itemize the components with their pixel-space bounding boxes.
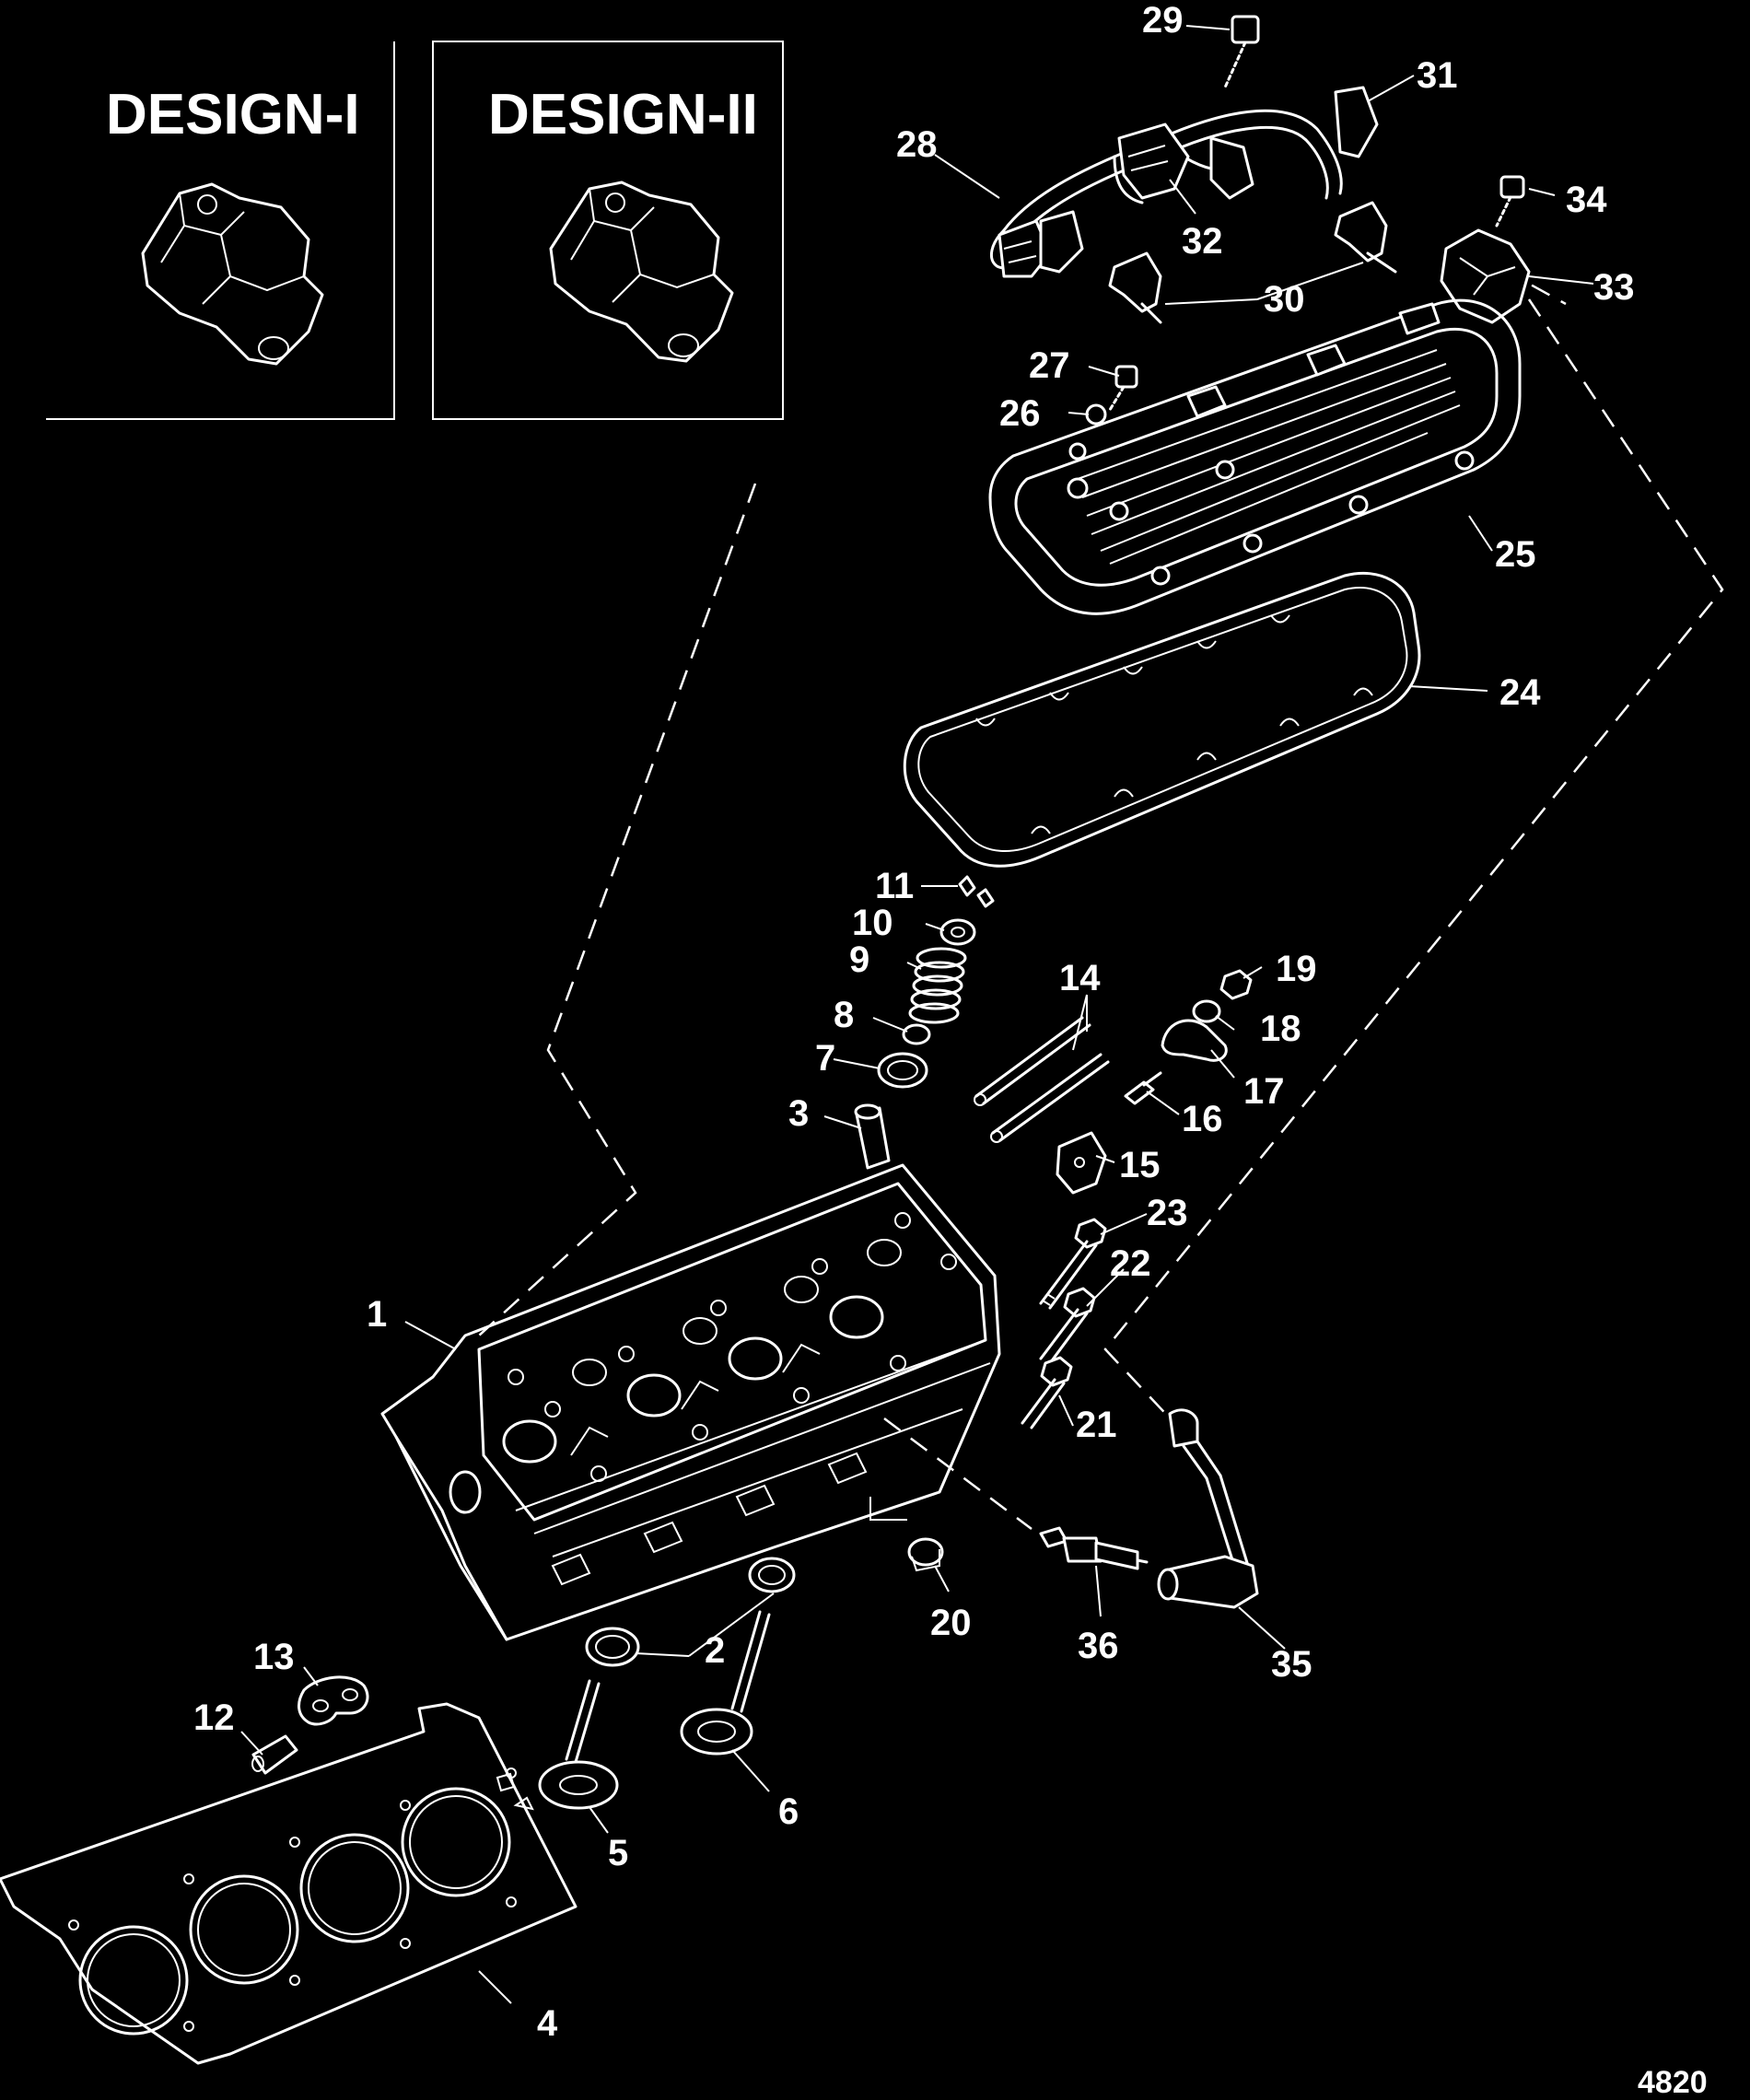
- callout-26: 26: [999, 393, 1041, 434]
- bolt-29-icon: [1223, 15, 1260, 89]
- callout-25: 25: [1495, 534, 1536, 575]
- callout-24: 24: [1499, 672, 1541, 713]
- rocker-nut-19-icon: [1219, 969, 1253, 1000]
- callout-4: 4: [537, 2003, 558, 2044]
- bolt-27-icon: [1108, 365, 1138, 412]
- callout-36: 36: [1078, 1626, 1119, 1666]
- callout-12: 12: [193, 1698, 235, 1738]
- callout-27: 27: [1029, 345, 1070, 386]
- callout-29: 29: [1142, 0, 1184, 41]
- valve-guide-3-icon: [854, 1103, 891, 1170]
- callout-5: 5: [608, 1833, 628, 1873]
- rocker-arm-17-icon: [1161, 1019, 1228, 1062]
- plug-20-icon: [869, 1497, 944, 1572]
- callout-8: 8: [834, 995, 854, 1035]
- cylinder-head-1-icon: [380, 1163, 1001, 1641]
- callout-1: 1: [367, 1294, 387, 1335]
- valve-spring-9-icon: [908, 947, 967, 1024]
- pushrods-14-icon: [974, 1016, 1110, 1143]
- bolt-34-icon: [1495, 175, 1525, 228]
- ignition-coil-33-icon: [1440, 228, 1531, 324]
- intake-valve-6-icon: [680, 1610, 771, 1756]
- valve-keys-11-icon: [958, 875, 995, 908]
- spark-plug-wire-35-icon: [1157, 1408, 1259, 1609]
- callout-31: 31: [1417, 55, 1458, 96]
- callout-11: 11: [875, 866, 914, 906]
- valve-stem-seal-2b-icon: [748, 1557, 796, 1593]
- dowel-12-icon: [251, 1734, 298, 1775]
- head-bolt-22-icon: [1039, 1287, 1096, 1365]
- callout-6: 6: [778, 1791, 799, 1832]
- callout-20: 20: [930, 1603, 972, 1643]
- callout-34: 34: [1566, 180, 1607, 220]
- callout-33: 33: [1593, 267, 1635, 308]
- exhaust-valve-5-icon: [538, 1679, 619, 1810]
- callout-18: 18: [1260, 1009, 1301, 1049]
- callout-2: 2: [705, 1630, 725, 1671]
- seal-13-icon: [298, 1675, 369, 1726]
- callout-19: 19: [1276, 949, 1317, 989]
- callout-7: 7: [815, 1038, 835, 1079]
- design-i-title: DESIGN-I: [106, 83, 360, 146]
- pivot-ball-18-icon: [1192, 999, 1221, 1023]
- spring-retainer-10-icon: [939, 918, 976, 946]
- callout-15: 15: [1119, 1145, 1161, 1185]
- callout-13: 13: [253, 1637, 295, 1677]
- callout-22: 22: [1110, 1243, 1151, 1284]
- design-ii-title: DESIGN-II: [488, 83, 758, 146]
- design-i-box: DESIGN-I: [46, 41, 395, 420]
- ignition-coil-design-ii-icon: [549, 181, 734, 363]
- valve-stem-seal-2a-icon: [585, 1627, 640, 1667]
- head-bolt-23-icon: [1039, 1218, 1107, 1310]
- rocker-cover-gasket-24-icon: [903, 571, 1421, 868]
- rocker-stud-16-icon: [1124, 1071, 1162, 1105]
- design-ii-box: DESIGN-II: [432, 41, 784, 420]
- rocker-cover-25-icon: [988, 298, 1522, 615]
- figure-number: 4820: [1638, 2065, 1708, 2100]
- rocker-support-15-icon: [1056, 1131, 1107, 1195]
- callout-labels: 1 2 3 4 5 6 7 8 9 10 11 12 13 14 15 16 1…: [193, 0, 1635, 2044]
- head-bolt-21-icon: [1021, 1356, 1073, 1429]
- callout-28: 28: [896, 124, 938, 165]
- ignition-coil-design-i-icon: [141, 182, 324, 366]
- callout-16: 16: [1182, 1099, 1223, 1139]
- callout-10: 10: [852, 903, 893, 943]
- leader-lines: [240, 25, 1594, 2004]
- assembly-dashed-lines: [478, 251, 1724, 1530]
- callout-9: 9: [849, 939, 869, 980]
- shim-7-icon: [877, 1052, 928, 1089]
- callout-21: 21: [1076, 1405, 1117, 1445]
- valve-seal-8-icon: [902, 1023, 931, 1045]
- callout-3: 3: [788, 1093, 809, 1134]
- grommet-26-icon: [1085, 403, 1107, 426]
- callout-32: 32: [1182, 221, 1223, 262]
- spark-plug-36-icon: [1039, 1526, 1149, 1570]
- callout-14: 14: [1059, 958, 1101, 998]
- coil-connectors-30-icon: [1108, 201, 1397, 324]
- callout-23: 23: [1147, 1193, 1188, 1233]
- callout-30: 30: [1264, 279, 1305, 320]
- callout-35: 35: [1271, 1644, 1312, 1685]
- head-gasket-4-icon: [0, 1702, 578, 2065]
- callout-17: 17: [1243, 1071, 1285, 1112]
